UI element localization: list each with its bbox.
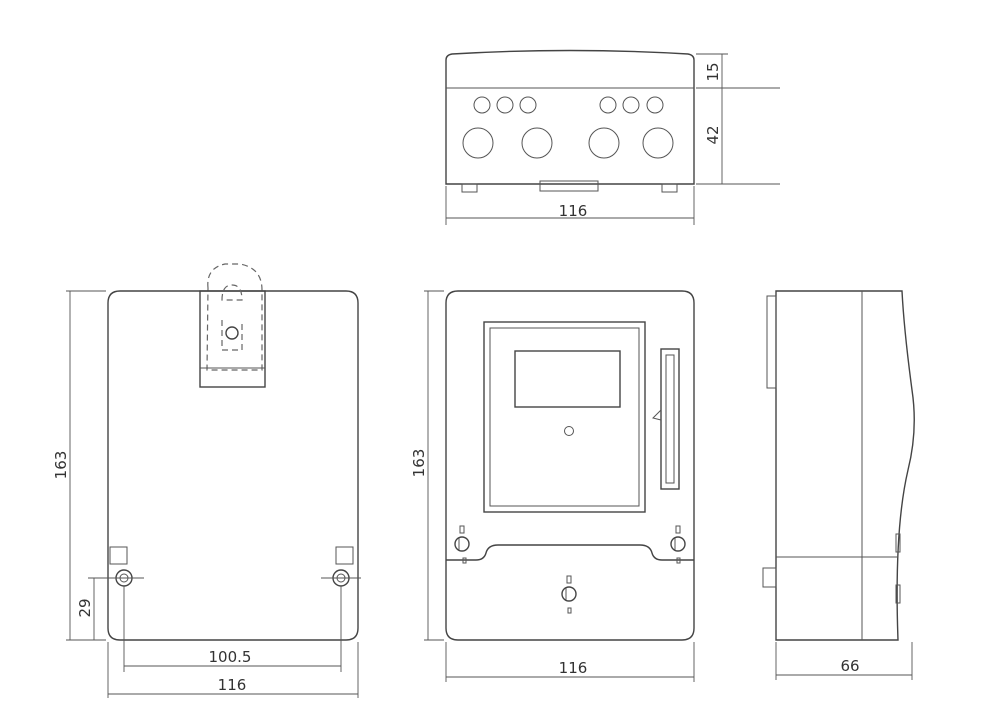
front-height-label: 163 [410, 449, 428, 478]
side-view: 66 [762, 290, 915, 680]
front-window-inner [489, 327, 640, 507]
side-button-lower [895, 584, 901, 604]
front-view-body [445, 290, 695, 641]
top-width-label: 116 [559, 202, 588, 220]
top-small-hole-6 [646, 96, 664, 114]
back-hanger-slot-top [221, 284, 243, 301]
front-seal-screw-bottom [561, 586, 577, 602]
back-hanger-screw [225, 326, 239, 340]
top-small-hole-1 [473, 96, 491, 114]
front-terminal-cover-line [446, 544, 694, 561]
front-mark-right [676, 557, 681, 564]
side-terminal-plug [762, 567, 777, 588]
front-indicator-led [564, 426, 574, 436]
top-large-hole-3 [588, 127, 620, 159]
front-seal-screw-right [670, 536, 686, 552]
back-width-label: 116 [218, 676, 247, 694]
back-tab-left [109, 546, 128, 565]
top-large-hole-1 [462, 127, 494, 159]
front-card-arrow [652, 409, 662, 421]
front-seal-tag-right [675, 525, 681, 534]
top-view: 116 15 42 [445, 49, 780, 225]
front-width-label: 116 [559, 659, 588, 677]
back-hanger-dashed [206, 263, 263, 371]
front-card-slot-inner [665, 354, 675, 484]
front-mark-bottom [567, 607, 572, 614]
top-small-hole-5 [622, 96, 640, 114]
side-depth-label: 66 [840, 657, 859, 675]
top-small-hole-3 [519, 96, 537, 114]
front-card-slot [660, 348, 680, 490]
back-height-label: 163 [52, 451, 70, 480]
top-foot-center [539, 180, 599, 192]
front-seal-tag-left [459, 525, 465, 534]
side-hanger-edge [766, 295, 777, 389]
top-height-upper-label: 15 [704, 62, 722, 81]
front-seal-tag-bottom [566, 575, 572, 584]
back-hanger-slot [221, 320, 243, 351]
top-small-hole-4 [599, 96, 617, 114]
side-button-upper [895, 533, 901, 553]
front-seal-screw-left [454, 536, 470, 552]
back-tab-right [335, 546, 354, 565]
front-mark-left [462, 557, 467, 564]
top-foot-right [661, 183, 678, 193]
side-view-body [775, 290, 915, 641]
front-window-frame [483, 321, 646, 513]
top-height-lower-label: 42 [704, 125, 722, 144]
top-large-hole-2 [521, 127, 553, 159]
back-mount-spacing-label: 100.5 [209, 648, 252, 666]
front-view: 163 116 [410, 290, 695, 682]
top-foot-left [461, 183, 478, 193]
back-mount-offset-label: 29 [76, 598, 94, 617]
top-large-hole-4 [642, 127, 674, 159]
back-hanger-plate [199, 290, 266, 388]
back-view-body [107, 290, 359, 641]
top-view-body [445, 49, 695, 185]
back-view: 163 29 100.5 116 [52, 263, 361, 698]
front-lcd-display [514, 350, 621, 408]
top-small-hole-2 [496, 96, 514, 114]
